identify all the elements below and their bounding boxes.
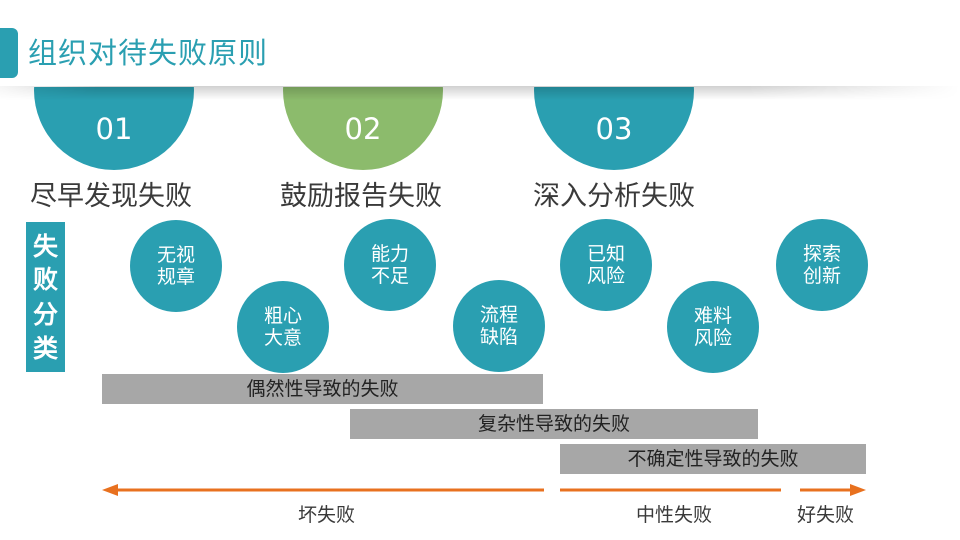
scale-label-good: 好失败 xyxy=(797,504,855,526)
failure-type-line2: 创新 xyxy=(802,265,841,287)
failure-type-unforeseen-risk: 难料 风险 xyxy=(667,281,759,373)
side-label-char-3: 分 xyxy=(32,300,58,329)
failure-scale-arrows xyxy=(102,484,866,496)
failure-type-line1: 探索 xyxy=(802,243,841,265)
failure-type-line1: 粗心 xyxy=(263,305,302,327)
good-failure-arrowhead xyxy=(850,484,866,496)
failure-type-line2: 不足 xyxy=(370,265,409,287)
failure-type-line2: 风险 xyxy=(693,327,732,349)
failure-type-line1: 难料 xyxy=(693,305,732,327)
side-label-char-2: 败 xyxy=(32,265,58,294)
principle-number-3: 03 xyxy=(595,112,633,146)
principle-number-1: 01 xyxy=(95,112,133,146)
principle-label-2: 鼓励报告失败 xyxy=(280,181,442,212)
failure-type-carelessness: 粗心 大意 xyxy=(237,281,329,373)
bar-uncertainty-failure: 不确定性导致的失败 xyxy=(560,444,866,474)
failure-type-line2: 风险 xyxy=(586,265,625,287)
failure-type-line2: 规章 xyxy=(156,266,195,288)
failure-type-line1: 无视 xyxy=(156,244,195,266)
failure-type-exploration: 探索 创新 xyxy=(776,219,868,311)
bar-accidental-failure: 偶然性导致的失败 xyxy=(102,374,543,404)
scale-label-bad: 坏失败 xyxy=(298,504,356,526)
failure-type-ignore-rules: 无视 规章 xyxy=(130,220,222,312)
page-title: 组织对待失败原则 xyxy=(28,36,269,70)
scale-label-neutral: 中性失败 xyxy=(636,504,713,526)
failure-type-line1: 已知 xyxy=(586,243,625,265)
failure-type-known-risk: 已知 风险 xyxy=(560,219,652,311)
failure-type-line2: 缺陷 xyxy=(479,326,518,348)
failure-type-line1: 流程 xyxy=(479,304,518,326)
bad-failure-arrowhead xyxy=(102,484,118,496)
principle-label-3: 深入分析失败 xyxy=(533,181,695,212)
title-divider-shadow xyxy=(0,86,960,100)
bar-complexity-failure: 复杂性导致的失败 xyxy=(350,409,758,439)
header-background xyxy=(0,0,960,87)
side-label-char-4: 类 xyxy=(32,334,58,363)
failure-type-line2: 大意 xyxy=(263,327,302,349)
principle-number-2: 02 xyxy=(344,112,382,146)
principle-label-1: 尽早发现失败 xyxy=(30,181,192,212)
failure-type-process-defect: 流程 缺陷 xyxy=(453,280,545,372)
title-accent-tab xyxy=(0,28,18,78)
failure-classification-label xyxy=(26,222,65,372)
failure-type-lack-of-ability: 能力 不足 xyxy=(344,219,436,311)
failure-type-line1: 能力 xyxy=(370,243,409,265)
side-label-char-1: 失 xyxy=(32,232,58,261)
